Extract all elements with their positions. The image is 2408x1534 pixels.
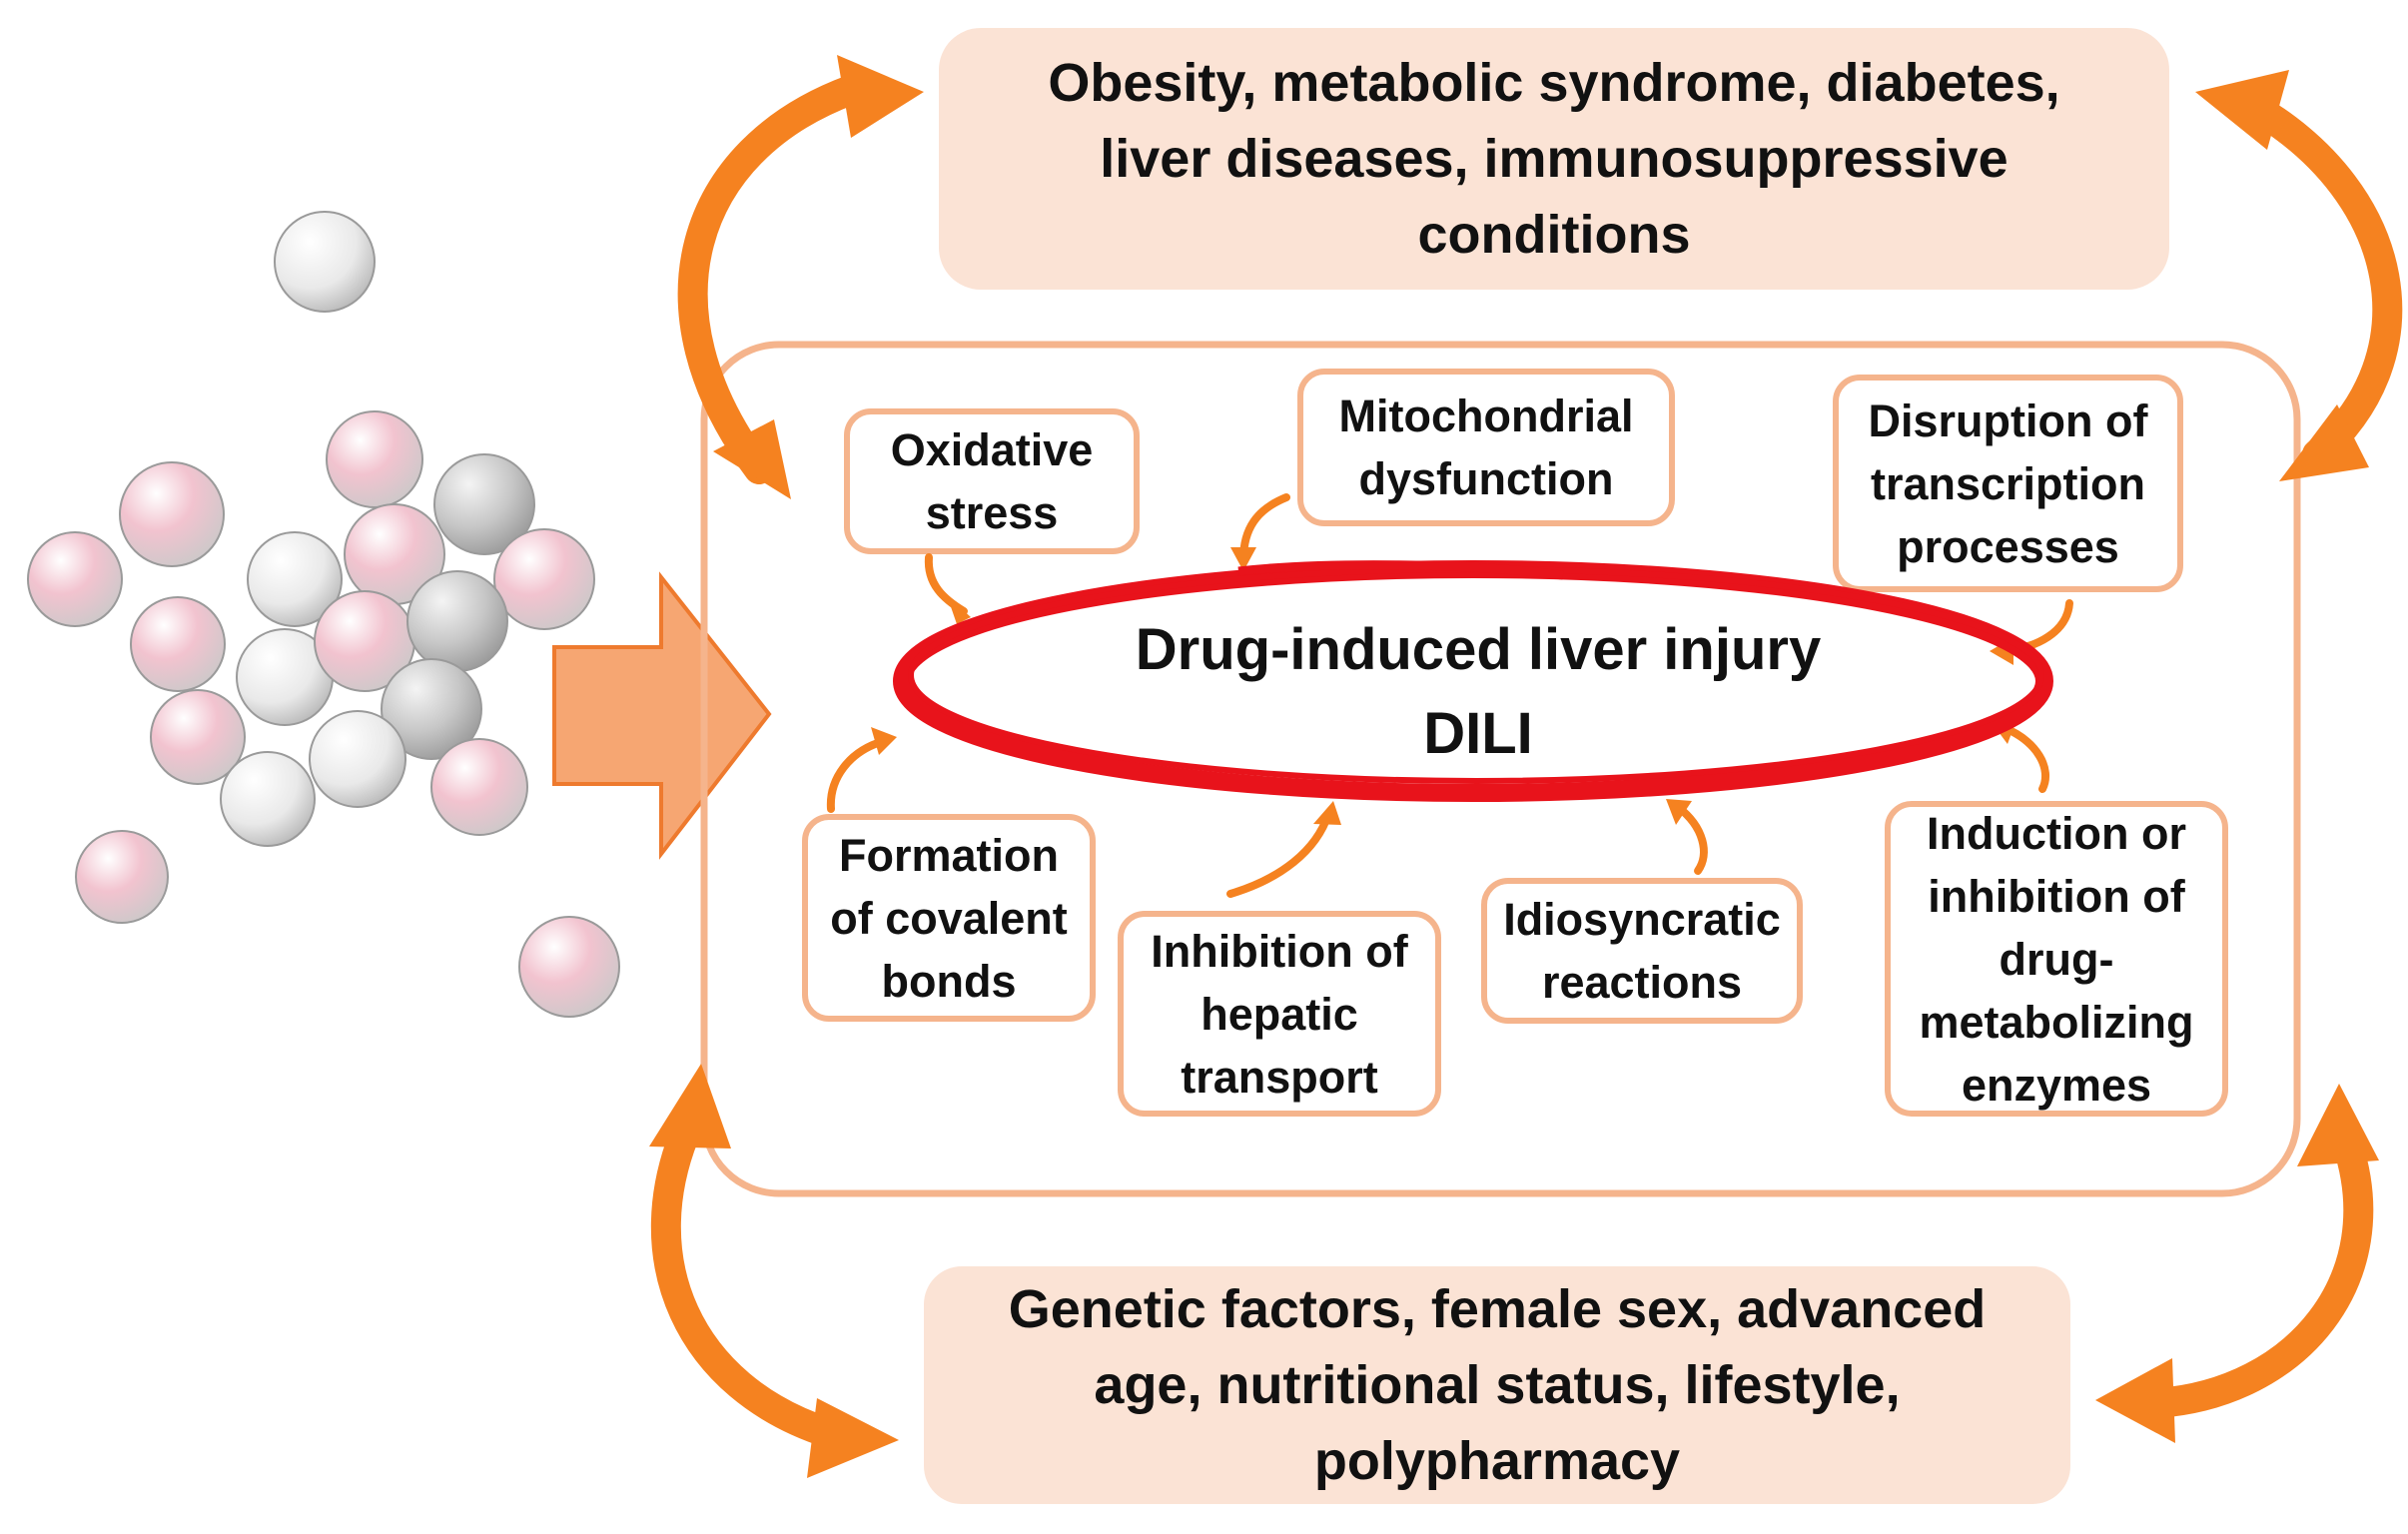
bottom-risk-panel — [924, 1266, 2070, 1504]
dili-ring — [893, 560, 2053, 802]
hepatic-transport-text: Inhibition of hepatic transport — [1151, 925, 1408, 1103]
transcription-disruption-text: Disruption of transcription processes — [1868, 394, 2148, 572]
hepatic-transport-box — [1118, 911, 1441, 1117]
enzyme-modulation-box — [1885, 801, 2228, 1117]
idiosyncratic-reactions-text: Idiosyncratic reactions — [1503, 894, 1781, 1008]
oxidative-stress-text: Oxidative stress — [890, 424, 1094, 538]
top-risk-panel — [939, 28, 2169, 290]
idiosyncratic-reactions-box — [1481, 878, 1803, 1024]
enzyme-modulation-text: Induction or inhibition of drug- metabol… — [1919, 807, 2194, 1111]
dili-abbreviation: DILI — [1423, 701, 1533, 766]
transcription-disruption-box — [1833, 375, 2183, 592]
covalent-bonds-box — [802, 814, 1096, 1022]
mitochondrial-dysfunction-text: Mitochondrial dysfunction — [1338, 390, 1634, 504]
covalent-bonds-text: Formation of covalent bonds — [830, 829, 1068, 1007]
mechanism-frame — [700, 341, 2301, 1197]
mitochondrial-dysfunction-box — [1297, 369, 1675, 526]
double-headed-curved-arrow-icon — [677, 55, 924, 499]
bottom-risk-factors-text: Genetic factors, female sex, advanced ag… — [1008, 1279, 1987, 1491]
top-risk-factors-text: Obesity, metabolic syndrome, diabetes, l… — [1048, 53, 2060, 265]
dili-title: Drug-induced liver injury — [1135, 617, 1822, 682]
pill-cluster-icon — [27, 211, 620, 1018]
double-headed-curved-arrow-icon — [2095, 1084, 2379, 1443]
double-headed-curved-arrow-icon — [649, 1064, 899, 1478]
double-headed-curved-arrow-icon — [2195, 70, 2403, 481]
big-right-arrow-icon — [552, 571, 772, 860]
oxidative-stress-box — [844, 408, 1140, 554]
